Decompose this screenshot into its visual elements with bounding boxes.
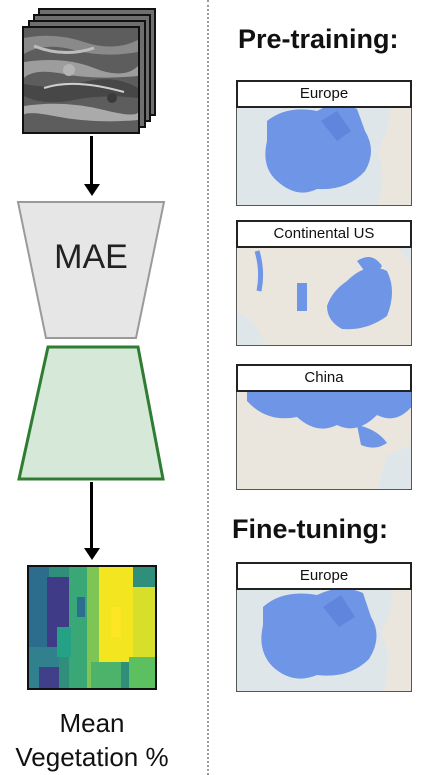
flow-arrow-shaft — [90, 482, 93, 550]
map-label-europe: Europe — [236, 80, 412, 108]
input-satellite-image — [22, 26, 140, 134]
map-label-continental-us: Continental US — [236, 220, 412, 248]
output-caption-line2: Vegetation % — [15, 742, 169, 772]
map-label-china: China — [236, 364, 412, 392]
flow-arrow-shaft — [90, 136, 93, 186]
output-caption: Mean Vegetation % — [0, 706, 192, 774]
mae-encoder-shape — [16, 201, 166, 339]
panel-divider — [207, 0, 209, 775]
pretraining-title: Pre-training: — [238, 24, 399, 54]
flow-arrow-head — [84, 184, 100, 196]
mae-label: MAE — [54, 238, 128, 276]
output-caption-line1: Mean — [59, 708, 125, 738]
decoder-head-shape — [17, 345, 165, 481]
flow-arrow-head — [84, 548, 100, 560]
map-label-europe-finetuning: Europe — [236, 562, 412, 590]
vegetation-output-map — [27, 565, 157, 690]
finetuning-title: Fine-tuning: — [232, 514, 388, 544]
